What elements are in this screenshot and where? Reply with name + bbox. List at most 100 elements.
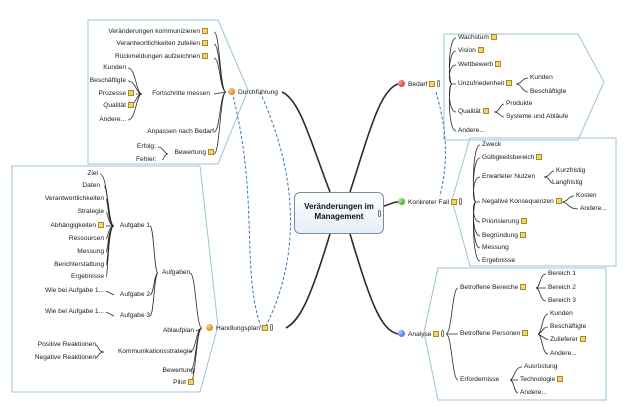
node-handlungsplan[interactable]: Handlungsplan — [206, 324, 273, 333]
note-icon — [188, 379, 194, 385]
node-zweck[interactable]: Zweck — [482, 141, 502, 148]
note-icon — [490, 34, 497, 40]
node-bereich-2[interactable]: Bereich 2 — [548, 284, 576, 291]
node-fall-andere[interactable]: Andere... — [580, 205, 607, 212]
node-erfordernisse-andere[interactable]: Andere... — [520, 389, 547, 396]
node-konkreter-fall[interactable]: Konkreter Fall — [398, 198, 463, 207]
node-fortschritte-andere[interactable]: Andere... — [99, 116, 126, 123]
node-wie-aufgabe-3[interactable]: Wie bei Aufgabe 1... — [44, 308, 104, 315]
node-fortschritte-messen[interactable]: Fortschritte messen — [152, 90, 210, 97]
node-daten[interactable]: Daten — [82, 182, 100, 189]
node-produkte[interactable]: Produkte — [506, 100, 533, 107]
node-technologie[interactable]: Technologie — [520, 376, 564, 384]
node-fortschritte-qualitaet[interactable]: Qualität — [86, 102, 134, 110]
lines-fortschritte — [127, 67, 143, 121]
lines-konkreter-fall — [472, 144, 481, 262]
node-durchfuehrung[interactable]: Durchführung — [228, 88, 278, 97]
note-icon — [433, 331, 440, 337]
central-topic-title: Veränderungen im Management — [304, 202, 374, 221]
node-abhaengigkeiten[interactable]: Abhängigkeiten — [10, 222, 104, 230]
node-anpassen[interactable]: Anpassen nach Bedarf — [147, 128, 214, 135]
node-langfristig[interactable]: Langfristig — [552, 179, 583, 186]
node-bereich-1[interactable]: Bereich 1 — [548, 270, 576, 277]
node-ergebnisse[interactable]: Ergebnisse — [482, 257, 515, 264]
node-erfordernisse[interactable]: Erfordernisse — [460, 376, 500, 383]
node-fortschritte-beschaeftigte[interactable]: Beschäftigte — [89, 77, 126, 84]
node-systeme[interactable]: Systeme und Abläufe — [506, 113, 569, 120]
node-analyse-kunden[interactable]: Kunden — [550, 310, 573, 317]
node-analyse-beschaeftigte[interactable]: Beschäftigte — [550, 323, 587, 330]
node-positive-reaktionen[interactable]: Positive Reaktionen — [37, 341, 96, 348]
node-aufgaben[interactable]: Aufgaben — [162, 269, 191, 276]
node-begruendung[interactable]: Begründung — [482, 232, 526, 240]
node-verantwortlichkeiten[interactable]: Verantwortlichkeiten — [44, 195, 104, 202]
branch-line-bedarf — [349, 83, 399, 193]
node-ablaufplan[interactable]: Ablaufplan — [162, 327, 194, 334]
node-erfolg[interactable]: Erfolg: — [136, 143, 156, 150]
node-zulieferer[interactable]: Zulieferer — [550, 336, 586, 344]
orange-circle-icon — [228, 88, 235, 95]
lines-aufgaben — [149, 225, 159, 317]
note-icon — [451, 199, 458, 205]
node-strategie[interactable]: Strategie — [77, 208, 104, 215]
node-bedarf-beschaeftigte[interactable]: Beschäftigte — [530, 88, 567, 95]
node-veraenderungen-kommunizieren[interactable]: Veränderungen kommunizieren — [86, 28, 208, 36]
node-unzufriedenheit[interactable]: Unzufriedenheit — [458, 80, 513, 88]
node-analyse-andere[interactable]: Andere... — [550, 350, 577, 357]
detail-lines — [95, 31, 579, 394]
node-fehler[interactable]: Fehler: — [136, 156, 157, 163]
node-betroffene-bereiche[interactable]: Betroffene Bereiche — [460, 284, 527, 292]
node-aufgabe-ergebnisse[interactable]: Ergebnisse — [71, 273, 104, 280]
node-erwarteter-nutzen[interactable]: Erwarteter Nutzen — [482, 173, 536, 180]
node-kurzfristig[interactable]: Kurzfristig — [556, 167, 586, 174]
node-verantwortlichkeiten-zuteilen[interactable]: Verantwortlichkeiten zuteilen — [86, 40, 208, 48]
node-betroffene-personen[interactable]: Betroffene Personen — [460, 330, 529, 338]
note-icon — [482, 108, 489, 114]
node-analyse[interactable]: Analyse — [398, 330, 445, 339]
node-vision[interactable]: Vision — [458, 47, 484, 55]
node-gueltigkeitsbereich[interactable]: Gültigkeitsbereich — [482, 154, 543, 162]
node-kosten[interactable]: Kosten — [576, 192, 597, 199]
note-icon — [579, 336, 586, 342]
node-aufgabe-3[interactable]: Aufgabe 3 — [119, 312, 150, 319]
note-icon — [202, 53, 208, 59]
node-bereich-3[interactable]: Bereich 3 — [548, 297, 576, 304]
node-wie-aufgabe-2[interactable]: Wie bei Aufgabe 1... — [44, 287, 104, 294]
node-bedarf-kunden[interactable]: Kunden — [530, 74, 553, 81]
node-bedarf-andere[interactable]: Andere... — [458, 127, 485, 134]
node-wettbewerb[interactable]: Wettbewerb — [458, 61, 502, 69]
note-icon — [208, 149, 214, 155]
green-circle-icon — [398, 198, 405, 205]
node-qualitaet[interactable]: Qualität — [458, 108, 489, 116]
node-aufgabe-messung[interactable]: Messung — [77, 248, 104, 255]
node-aufgabe-2[interactable]: Aufgabe 2 — [119, 291, 150, 298]
node-rueckmeldungen[interactable]: Rückmeldungen aufzeichnen — [86, 53, 208, 61]
node-fortschritte-prozesse[interactable]: Prozesse — [86, 90, 134, 98]
node-kommunikationsstrategie[interactable]: Kommunikationsstrategie — [117, 348, 192, 355]
node-ausruestung[interactable]: Ausrüstung — [524, 363, 558, 370]
node-wachstum[interactable]: Wachstum — [458, 34, 497, 42]
node-bewertung-handlungsplan[interactable]: Bewertung — [162, 367, 194, 374]
note-icon — [128, 102, 134, 108]
note-icon — [262, 325, 268, 331]
node-priorisierung[interactable]: Priorisierung — [482, 218, 528, 226]
central-topic[interactable]: Veränderungen im Management — [294, 192, 384, 234]
note-icon — [128, 90, 134, 96]
node-negative-konsequenzen[interactable]: Negative Konsequenzen — [482, 198, 562, 206]
node-berichterstattung[interactable]: Berichterstattung — [54, 261, 104, 268]
node-aufgabe-1[interactable]: Aufgabe 1 — [119, 222, 150, 229]
red-circle-icon — [398, 80, 405, 87]
lines-handlungsplan — [189, 272, 203, 384]
note-icon — [495, 61, 502, 67]
note-icon — [522, 330, 529, 336]
node-messung[interactable]: Messung — [482, 244, 509, 251]
node-bedarf[interactable]: Bedarf — [398, 80, 441, 89]
note-icon — [98, 222, 104, 228]
node-fortschritte-kunden[interactable]: Kunden — [103, 64, 126, 71]
note-icon — [202, 40, 208, 46]
node-ziel[interactable]: Ziel — [87, 170, 98, 177]
node-pilot[interactable]: Pilot — [140, 379, 194, 387]
node-negative-reaktionen[interactable]: Negative Reaktionen — [34, 354, 96, 361]
node-ressourcen[interactable]: Ressourcen — [68, 235, 104, 242]
node-bewertung-durchfuehrung[interactable]: Bewertung — [150, 149, 214, 157]
